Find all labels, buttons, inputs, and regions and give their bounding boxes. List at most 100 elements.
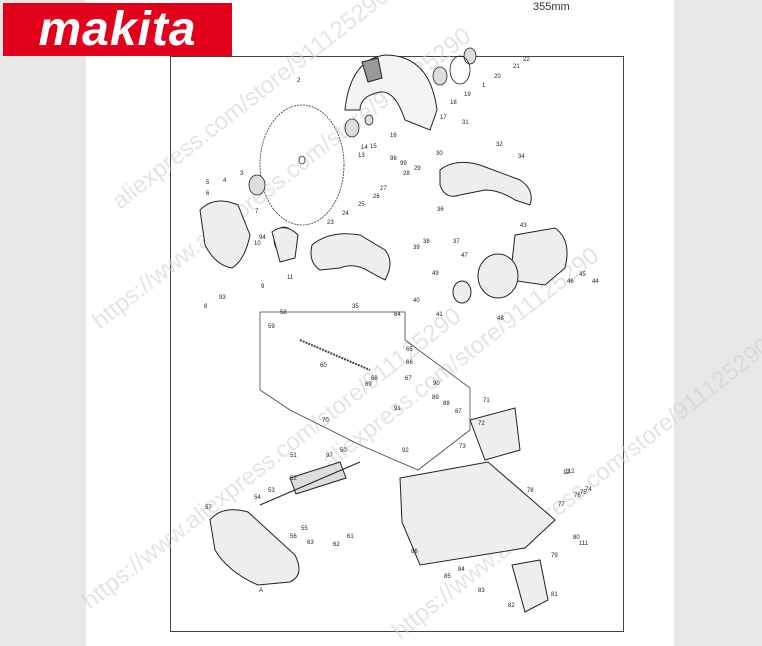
part-number-label: 73 [459, 444, 466, 450]
makita-logo: makita [3, 3, 232, 56]
part-number-label: 30 [436, 151, 443, 157]
part-number-label: 16 [390, 133, 397, 139]
part-number-label: 83 [478, 588, 485, 594]
part-number-label: 86 [411, 549, 418, 555]
part-number-label: 51 [290, 453, 297, 459]
part-number-label: 94 [259, 235, 266, 241]
part-number-label: 81 [551, 592, 558, 598]
part-number-label: 3 [240, 171, 244, 177]
part-number-label: A [259, 588, 263, 594]
part-number-label: 11 [287, 275, 294, 281]
part-number-label: 18 [450, 100, 457, 106]
part-number-labels: 1 2 3 4 5 6 7 8 9 10 11 12 13 14 15 16 1… [204, 57, 599, 609]
part-number-label: 53 [268, 488, 275, 494]
part-number-label: 35 [352, 304, 359, 310]
part-number-label: 46 [567, 279, 574, 285]
part-number-label: 37 [453, 239, 460, 245]
part-number-label: 38 [423, 239, 430, 245]
part-number-label: 15 [370, 144, 377, 150]
part-number-label: 67 [405, 376, 412, 382]
part-number-label: 7 [255, 209, 259, 215]
part-number-label: 48 [497, 316, 504, 322]
catalog-page [86, 0, 674, 646]
base-drawing [399, 407, 556, 613]
model-size-label: 355mm [533, 1, 570, 13]
part-number-label: 84 [458, 567, 465, 573]
part-number-label: 59 [268, 324, 275, 330]
part-number-label: 8 [204, 304, 208, 310]
part-number-label: 64 [394, 312, 401, 318]
part-number-label: 39 [413, 245, 420, 251]
part-number-label: 47 [461, 253, 468, 259]
part-number-label: 2 [297, 78, 301, 84]
part-number-label: 55 [301, 526, 308, 532]
part-number-label: 40 [413, 298, 420, 304]
part-number-label: 77 [558, 502, 565, 508]
part-number-label: 78 [527, 488, 534, 494]
part-number-label: 112 [565, 469, 575, 475]
inset-detail-box [259, 311, 471, 471]
part-number-label: 65 [406, 347, 413, 353]
part-number-label: 27 [380, 186, 387, 192]
part-number-label: 97 [326, 453, 333, 459]
handle-drawing [310, 233, 391, 281]
part-number-label: 9 [261, 284, 265, 290]
part-number-label: 50 [340, 448, 347, 454]
motor-cover-drawing [209, 509, 300, 586]
part-number-label: 36 [437, 207, 444, 213]
motor-housing-drawing [452, 227, 568, 304]
part-number-label: 44 [592, 279, 599, 285]
part-number-label: 56 [290, 534, 297, 540]
part-number-label: 57 [205, 505, 212, 511]
gear-housing-drawing [439, 161, 532, 206]
part-number-label: 26 [373, 194, 380, 200]
part-number-label: 34 [518, 154, 525, 160]
part-number-label: 4 [223, 178, 227, 184]
part-number-label: 87 [455, 409, 462, 415]
watermark-text: aliexpress.com/store/911125290 [317, 242, 604, 475]
part-number-label: 99 [400, 161, 407, 167]
blade-guard-drawing [344, 54, 438, 131]
part-number-label: 12 [563, 470, 570, 476]
part-number-label: 52 [290, 476, 297, 482]
part-number-label: 71 [483, 398, 490, 404]
part-number-label: 20 [494, 74, 501, 80]
cutting-blade-drawing [259, 104, 345, 226]
part-number-label: 13 [358, 153, 365, 159]
part-number-label: 80 [573, 535, 580, 541]
part-number-label: 6 [206, 191, 210, 197]
part-number-label: 29 [414, 166, 421, 172]
part-number-label: 25 [358, 202, 365, 208]
part-number-label: 58 [280, 310, 287, 316]
part-number-label: 14 [361, 145, 368, 151]
part-number-label: 79 [551, 553, 558, 559]
part-number-label: 91 [394, 406, 401, 412]
part-number-label: 70 [322, 418, 329, 424]
part-number-label: 69 [365, 382, 372, 388]
part-number-label: 61 [347, 534, 354, 540]
part-number-label: 41 [436, 312, 443, 318]
part-number-label: 54 [254, 495, 261, 501]
part-number-label: 24 [342, 211, 349, 217]
part-number-label: 92 [402, 448, 409, 454]
part-number-label: 93 [219, 295, 226, 301]
part-number-label: 72 [478, 421, 485, 427]
part-number-label: 17 [440, 115, 447, 121]
part-number-label: 31 [462, 120, 469, 126]
part-number-label: 88 [443, 401, 450, 407]
part-number-label: 75 [580, 490, 587, 496]
part-number-label: 74 [585, 487, 592, 493]
part-number-label: 60 [320, 363, 327, 369]
part-number-label: 98 [390, 156, 397, 162]
part-number-label: 21 [513, 64, 520, 70]
part-number-label: 32 [496, 142, 503, 148]
part-number-label: 1 [482, 83, 486, 89]
part-number-label: 19 [464, 92, 471, 98]
part-number-label: 76 [574, 493, 581, 499]
part-number-label: 43 [520, 223, 527, 229]
part-number-label: 68 [371, 376, 378, 382]
part-number-label: 62 [333, 542, 340, 548]
part-number-label: 28 [403, 171, 410, 177]
safety-guard-drawing [199, 200, 299, 269]
